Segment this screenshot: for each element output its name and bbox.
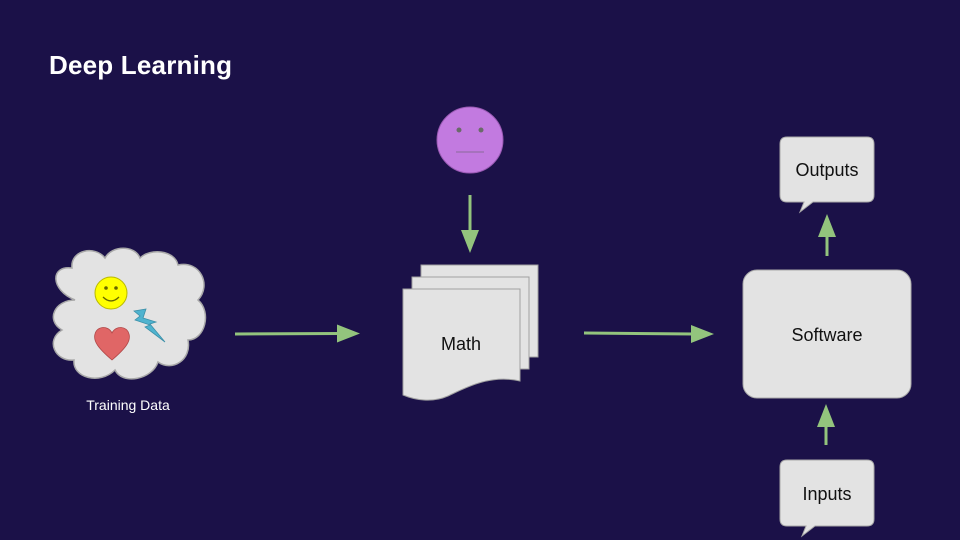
arrow-inputs-to-software xyxy=(817,404,835,445)
outputs-label: Outputs xyxy=(795,160,858,180)
math-label: Math xyxy=(441,334,481,354)
arrow-math-to-software xyxy=(583,325,714,343)
smiley-icon xyxy=(94,276,128,310)
speech-bubble-icon xyxy=(779,136,875,214)
heart-icon xyxy=(94,327,130,361)
cloud-icon xyxy=(52,247,207,380)
document-stack-icon xyxy=(402,264,539,401)
arrow-data-to-math xyxy=(234,324,360,343)
training-data-label: Training Data xyxy=(86,397,170,413)
inputs-callout: Inputs xyxy=(779,459,875,538)
slide-title: Deep Learning xyxy=(49,50,233,80)
inputs-label: Inputs xyxy=(802,484,851,504)
arrows xyxy=(234,195,836,445)
neutral-face-icon xyxy=(436,106,504,174)
training-data-cloud xyxy=(52,247,207,380)
software-box: Software xyxy=(742,269,912,399)
speech-bubble-icon xyxy=(779,459,875,538)
lightning-icon xyxy=(133,308,166,343)
math-document-stack: Math xyxy=(402,264,539,401)
arrow-software-to-outputs xyxy=(818,214,836,256)
software-label: Software xyxy=(791,325,862,345)
arrow-face-to-math xyxy=(461,195,479,253)
outputs-callout: Outputs xyxy=(779,136,875,214)
